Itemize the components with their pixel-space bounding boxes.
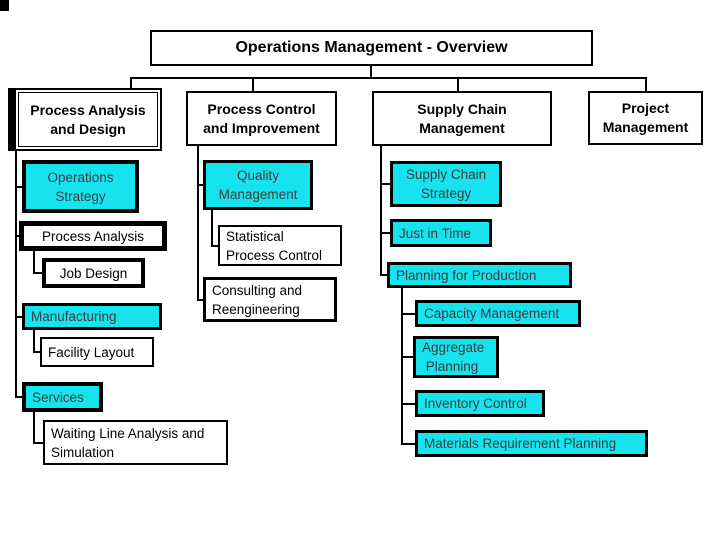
connector-line — [33, 411, 35, 444]
connector-line — [380, 274, 387, 276]
node-capacity[interactable]: Capacity Management — [415, 300, 581, 327]
connector-line — [401, 356, 413, 358]
connector-line — [457, 77, 459, 92]
node-aggregate[interactable]: Aggregate Planning — [413, 336, 499, 378]
node-label: Supply Chain Management — [417, 100, 507, 136]
node-label: Quality Management — [218, 168, 298, 202]
connector-line — [15, 316, 22, 318]
node-label: Statistical Process Control — [226, 228, 323, 263]
node-quality_mgmt[interactable]: Quality Management — [203, 160, 313, 210]
connector-line — [33, 250, 35, 274]
node-consulting[interactable]: Consulting and Reengineering — [203, 277, 337, 322]
connector-line — [380, 232, 390, 234]
node-label: Process Control and Improvement — [203, 100, 320, 136]
connector-line — [15, 186, 22, 188]
node-label: Planning for Production — [396, 267, 537, 283]
node-label: Services — [32, 389, 84, 405]
connector-line — [15, 235, 19, 237]
connector-line — [33, 351, 40, 353]
connector-line — [197, 299, 203, 301]
node-label: Inventory Control — [424, 396, 527, 411]
node-label: Supply Chain Strategy — [405, 167, 487, 201]
connector-line — [645, 77, 647, 92]
node-op_strategy[interactable]: Operations Strategy — [22, 160, 139, 213]
connector-line — [401, 313, 415, 315]
node-process_analysis[interactable]: Process Analysis — [19, 221, 167, 251]
connector-line — [211, 245, 218, 247]
node-label: Capacity Management — [424, 306, 560, 321]
node-jit[interactable]: Just in Time — [390, 219, 492, 247]
node-planning_prod[interactable]: Planning for Production — [387, 262, 572, 288]
node-inventory[interactable]: Inventory Control — [415, 390, 545, 417]
node-label: Manufacturing — [31, 309, 117, 324]
connector-line — [197, 184, 203, 186]
node-facility_layout[interactable]: Facility Layout — [40, 337, 154, 367]
connector-line — [401, 443, 415, 445]
node-materials[interactable]: Materials Requirement Planning — [415, 430, 648, 457]
node-job_design[interactable]: Job Design — [42, 258, 145, 288]
node-label: Waiting Line Analysis and Simulation — [51, 425, 205, 460]
connector-line — [380, 183, 390, 185]
connector-line — [15, 150, 17, 398]
node-label: Consulting and Reengineering — [212, 282, 303, 317]
connector-line — [130, 77, 132, 89]
node-title[interactable]: Operations Management - Overview — [150, 30, 593, 66]
node-label: Aggregate Planning — [422, 340, 485, 374]
node-label: Operations Management - Overview — [235, 39, 508, 56]
node-label: Materials Requirement Planning — [424, 436, 617, 451]
node-label: Facility Layout — [48, 344, 135, 360]
node-services[interactable]: Services — [22, 382, 103, 412]
connector-line — [33, 329, 35, 353]
node-h1[interactable]: Process Analysis and Design — [8, 88, 162, 151]
node-label: Operations Strategy — [47, 169, 114, 204]
node-label: Just in Time — [399, 225, 472, 241]
node-h2[interactable]: Process Control and Improvement — [186, 91, 337, 146]
node-label: Process Analysis — [41, 228, 145, 244]
connector-line — [211, 209, 213, 247]
connector-line — [401, 287, 403, 445]
connector-line — [33, 272, 42, 274]
node-label: Project Management — [602, 100, 689, 135]
connector-line — [370, 65, 372, 78]
connector-line — [380, 145, 382, 276]
node-h4[interactable]: Project Management — [588, 91, 703, 145]
node-label: Process Analysis and Design — [30, 101, 146, 137]
connector-line — [252, 77, 254, 92]
connector-line — [130, 77, 647, 79]
slide-corner-mark — [0, 0, 9, 11]
node-label: Job Design — [59, 265, 128, 281]
node-waiting_line[interactable]: Waiting Line Analysis and Simulation — [43, 420, 228, 465]
connector-line — [197, 145, 199, 301]
connector-line — [33, 442, 43, 444]
connector-line — [15, 396, 22, 398]
node-manufacturing[interactable]: Manufacturing — [22, 303, 162, 330]
node-h3[interactable]: Supply Chain Management — [372, 91, 552, 146]
connector-line — [401, 403, 415, 405]
node-sc_strategy[interactable]: Supply Chain Strategy — [390, 161, 502, 207]
node-statistical[interactable]: Statistical Process Control — [218, 225, 342, 266]
